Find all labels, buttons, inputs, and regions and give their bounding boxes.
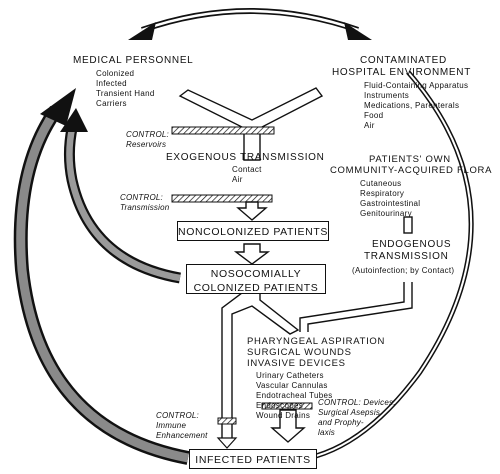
infected-box: INFECTED PATIENTS bbox=[189, 449, 317, 469]
list-item: Vascular Cannulas bbox=[256, 381, 328, 390]
control-detail: Reservoirs bbox=[126, 140, 167, 149]
list-item: Infected bbox=[96, 79, 127, 88]
list-item: Cutaneous bbox=[360, 179, 402, 188]
arrow-to-infected bbox=[270, 409, 306, 443]
exogenous-list: Contact Air bbox=[232, 165, 262, 185]
environment-title-line2: HOSPITAL ENVIRONMENT bbox=[332, 67, 472, 78]
control-devices-barrier bbox=[261, 402, 313, 410]
list-item: Urinary Catheters bbox=[256, 371, 324, 380]
control-reservoirs-barrier bbox=[171, 126, 275, 135]
control-detail: and Prophy- bbox=[318, 418, 364, 427]
funnel-top bbox=[178, 87, 324, 161]
right-arc-arrow bbox=[315, 70, 474, 459]
control-immune-label: CONTROL: Immune Enhancement bbox=[156, 411, 208, 441]
control-reservoirs-label: CONTROL: Reservoirs bbox=[126, 130, 169, 150]
endogenous-title-line1: ENDOGENOUS bbox=[372, 239, 452, 250]
list-item: Food bbox=[364, 111, 384, 120]
arrow-to-noncolonized bbox=[236, 201, 268, 221]
patients-own-title-line2: COMMUNITY-ACQUIRED FLORA bbox=[330, 165, 493, 176]
list-item: Gastrointestinal bbox=[360, 199, 421, 208]
list-item: Transient Hand bbox=[96, 89, 155, 98]
control-heading: CONTROL: bbox=[120, 193, 163, 202]
medical-personnel-list: Colonized Infected Transient Hand Carrie… bbox=[96, 69, 155, 109]
list-item: Medications, Parenterals bbox=[364, 101, 460, 110]
nosocomial-branch bbox=[221, 289, 300, 441]
control-heading: CONTROL: Devices, bbox=[318, 398, 396, 407]
control-heading: CONTROL: bbox=[156, 411, 199, 420]
flora-connector bbox=[403, 216, 413, 234]
patients-own-list: Cutaneous Respiratory Gastrointestinal G… bbox=[360, 179, 420, 219]
control-devices-label: CONTROL: Devices, Surgical Asepsis and P… bbox=[318, 398, 396, 438]
control-transmission-label: CONTROL: Transmission bbox=[120, 193, 169, 213]
list-item: Air bbox=[364, 121, 375, 130]
endogenous-path bbox=[299, 282, 413, 332]
list-item: Instruments bbox=[364, 91, 410, 100]
list-item: Colonized bbox=[96, 69, 135, 78]
top-curved-double-arrow bbox=[128, 8, 372, 40]
control-detail: Enhancement bbox=[156, 431, 208, 440]
list-item: Contact bbox=[232, 165, 262, 174]
nosocomial-box: NOSOCOMIALLY COLONIZED PATIENTS bbox=[186, 264, 326, 294]
list-item: Endotracheal Tubes bbox=[256, 391, 333, 400]
factors-list: Urinary Catheters Vascular Cannulas Endo… bbox=[256, 371, 333, 421]
patients-own-title-line1: PATIENTS' OWN bbox=[369, 154, 451, 165]
list-item: Air bbox=[232, 175, 243, 184]
noncolonized-box: NONCOLONIZED PATIENTS bbox=[177, 221, 329, 241]
control-detail: Immune bbox=[156, 421, 187, 430]
environment-title-line1: CONTAMINATED bbox=[360, 55, 447, 66]
control-immune-barrier bbox=[217, 417, 237, 425]
list-item: Genitourinary bbox=[360, 209, 412, 218]
list-item: Respiratory bbox=[360, 189, 405, 198]
control-detail: Surgical Asepsis bbox=[318, 408, 381, 417]
left-big-curved-arrow bbox=[13, 88, 190, 465]
endogenous-note: (Autoinfection; by Contact) bbox=[352, 266, 455, 275]
environment-list: Fluid-Containing Apparatus Instruments M… bbox=[364, 81, 468, 131]
nosocomial-label-line1: NOSOCOMIALLY bbox=[210, 268, 302, 280]
control-detail: laxis bbox=[318, 428, 336, 437]
factors-line1: PHARYNGEAL ASPIRATION bbox=[247, 336, 386, 347]
arrow-to-nosocomial bbox=[233, 243, 271, 265]
list-item: Wound Drains bbox=[256, 411, 311, 420]
control-detail: Transmission bbox=[120, 203, 170, 212]
inner-curved-arrow bbox=[60, 108, 181, 284]
nosocomial-label-line2: COLONIZED PATIENTS bbox=[193, 282, 319, 294]
infected-label: INFECTED PATIENTS bbox=[195, 454, 311, 466]
list-item: Fluid-Containing Apparatus bbox=[364, 81, 469, 90]
endogenous-title-line2: TRANSMISSION bbox=[364, 251, 449, 262]
factors-line3: INVASIVE DEVICES bbox=[247, 358, 346, 369]
factors-line2: SURGICAL WOUNDS bbox=[247, 347, 352, 358]
exogenous-title: EXOGENOUS TRANSMISSION bbox=[166, 152, 325, 163]
list-item: Carriers bbox=[96, 99, 127, 108]
arrow-immune-to-infected bbox=[216, 437, 238, 449]
control-transmission-barrier bbox=[171, 194, 273, 203]
list-item: Endoscopes bbox=[256, 401, 304, 410]
medical-personnel-title: MEDICAL PERSONNEL bbox=[73, 55, 194, 66]
noncolonized-label: NONCOLONIZED PATIENTS bbox=[178, 226, 328, 238]
control-heading: CONTROL: bbox=[126, 130, 169, 139]
